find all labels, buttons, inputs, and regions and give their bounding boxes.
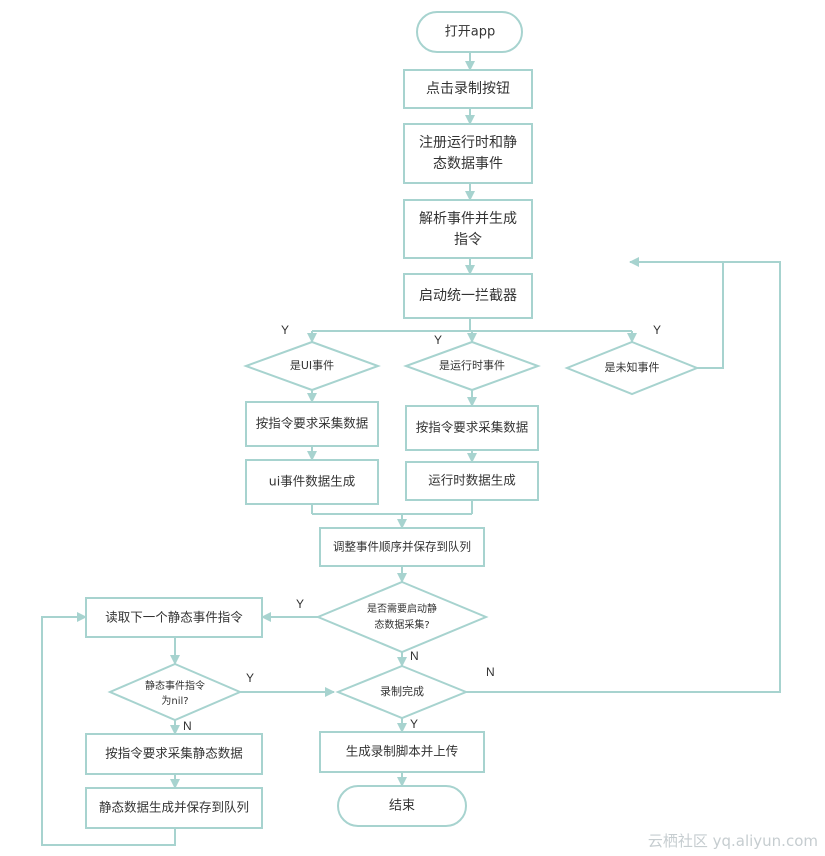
label-register-line1: 注册运行时和静 [419, 135, 517, 151]
edge-label-y-unknown: Y [653, 323, 661, 337]
edge-label-y-staticnil: Y [246, 671, 254, 685]
edge-label-y-ui: Y [281, 323, 289, 337]
label-runtime-generate: 运行时数据生成 [428, 473, 516, 488]
label-end: 结束 [389, 799, 415, 814]
node-register [403, 123, 533, 184]
edge-label-y-needstatic: Y [296, 597, 304, 611]
node-labels: 打开app 点击录制按钮 注册运行时和静 态数据事件 解析事件并生成 指令 启动… [99, 25, 660, 815]
node-start [416, 11, 523, 53]
edge-label-y-recorddone: Y [410, 717, 418, 731]
edge-labels: Y Y Y Y N Y N N Y [183, 323, 661, 733]
node-ui-generate [245, 459, 379, 505]
label-parse-line1: 解析事件并生成 [419, 211, 517, 227]
node-click-record [403, 69, 533, 109]
node-gen-script [319, 731, 485, 773]
node-runtime-generate [405, 461, 539, 501]
label-need-static-line1: 是否需要启动静 [367, 602, 437, 615]
node-is-unknown [564, 340, 700, 396]
edge-recorddone-loop [466, 261, 781, 693]
node-reorder [319, 527, 485, 567]
label-is-unknown: 是未知事件 [605, 360, 660, 374]
node-parse [403, 199, 533, 259]
node-need-static [315, 580, 489, 654]
label-is-runtime: 是运行时事件 [439, 359, 505, 372]
node-collect-runtime [405, 405, 539, 451]
node-end [337, 785, 467, 827]
label-parse-line2: 指令 [454, 232, 482, 248]
label-static-nil-line2: 为nil? [161, 695, 188, 707]
label-ui-generate: ui事件数据生成 [269, 474, 355, 489]
label-reorder: 调整事件顺序并保存到队列 [333, 540, 471, 554]
label-collect-ui: 按指令要求采集数据 [256, 416, 369, 431]
label-collect-runtime: 按指令要求采集数据 [416, 420, 529, 435]
label-register-line2: 态数据事件 [433, 156, 503, 172]
nodes [85, 11, 700, 829]
node-collect-ui [245, 401, 379, 447]
watermark: 云栖社区 yq.aliyun.com [648, 832, 818, 850]
label-record-done: 录制完成 [380, 684, 424, 698]
node-read-next [85, 597, 263, 638]
label-need-static-line2: 态数据采集? [374, 618, 429, 631]
edge-label-n-staticnil: N [183, 719, 192, 733]
label-static-nil-line1: 静态事件指令 [145, 679, 205, 692]
label-static-generate: 静态数据生成并保存到队列 [99, 800, 249, 815]
edge-label-n-needstatic: N [410, 649, 419, 663]
label-read-next: 读取下一个静态事件指令 [105, 610, 243, 625]
edge-static-loop [41, 612, 176, 846]
label-gen-script: 生成录制脚本并上传 [346, 744, 459, 759]
node-record-done [335, 664, 469, 720]
label-start: 打开app [445, 25, 495, 40]
node-collect-static [85, 733, 263, 775]
edge-label-n-recorddone: N [486, 665, 495, 679]
edge-unknown-loop [629, 257, 724, 369]
node-is-ui [243, 340, 381, 392]
label-interceptor: 启动统一拦截器 [419, 288, 517, 304]
node-is-runtime [403, 340, 541, 392]
edge-label-y-runtime: Y [434, 333, 442, 347]
label-is-ui: 是UI事件 [290, 359, 334, 372]
label-click-record: 点击录制按钮 [426, 81, 510, 97]
edges [41, 52, 781, 846]
node-static-generate [85, 787, 263, 829]
node-interceptor [403, 273, 533, 319]
label-collect-static: 按指令要求采集静态数据 [105, 746, 243, 761]
node-static-nil [107, 662, 243, 722]
